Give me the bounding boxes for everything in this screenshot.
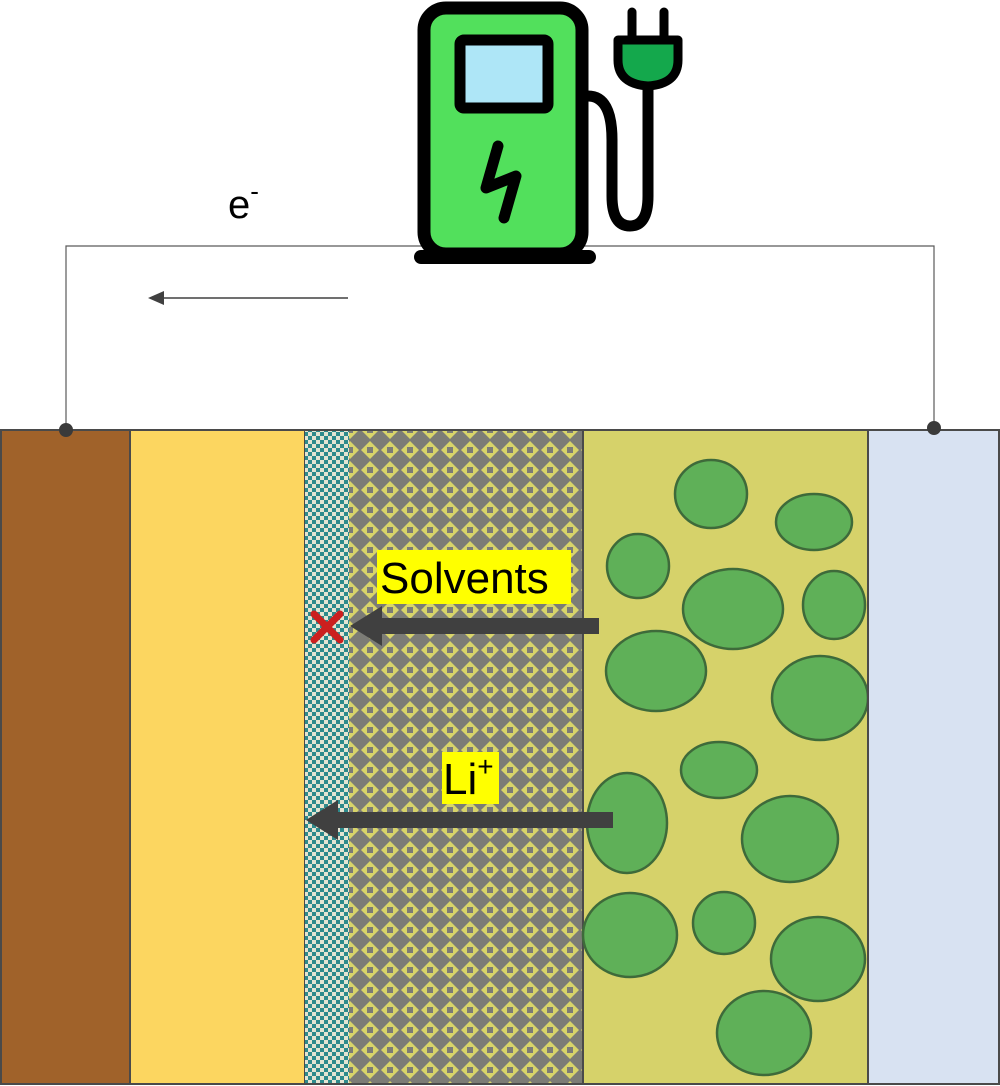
charger-screen: [454, 34, 554, 114]
cathode-particle: [801, 569, 867, 641]
cathode-particle: [769, 915, 867, 1003]
plug-icon: [613, 7, 683, 91]
circuit-wire: [65, 245, 935, 430]
electron-flow-arrowhead: [148, 291, 164, 305]
cathode-particle: [604, 629, 708, 713]
sei-layer: [305, 430, 349, 1084]
cathode-particle: [581, 891, 679, 979]
charger-base: [414, 250, 596, 264]
charger-cable: [582, 80, 654, 232]
cathode-particle: [679, 740, 759, 800]
blocked-x-icon: [310, 610, 344, 644]
lightning-bolt-icon: [480, 140, 522, 224]
solvents-arrow: [350, 606, 599, 646]
left-current-collector: [0, 429, 131, 1085]
cell-border: [0, 429, 1000, 1085]
cathode-particle: [770, 654, 870, 742]
right-terminal-dot: [927, 421, 941, 435]
anode-layer: [129, 429, 306, 1085]
cathode-particle: [673, 458, 749, 530]
left-terminal-dot: [59, 423, 73, 437]
lithium-label: Li+: [443, 751, 494, 804]
electron-label: e-: [228, 176, 259, 227]
right-current-collector: [867, 429, 1000, 1085]
cathode-particle: [740, 794, 840, 884]
cathode-particle: [774, 492, 854, 552]
lithium-ion-arrow: [306, 800, 613, 840]
cathode-particle: [715, 989, 813, 1077]
solvents-label: Solvents: [380, 554, 549, 603]
cathode-particle: [681, 567, 785, 651]
cathode-particle: [605, 532, 671, 600]
cathode-particles: [581, 458, 870, 1077]
cathode-particle: [691, 890, 757, 956]
lithium-label-highlight: [442, 752, 499, 804]
solvents-label-highlight: [377, 550, 571, 604]
charging-station-icon: [414, 1, 683, 264]
